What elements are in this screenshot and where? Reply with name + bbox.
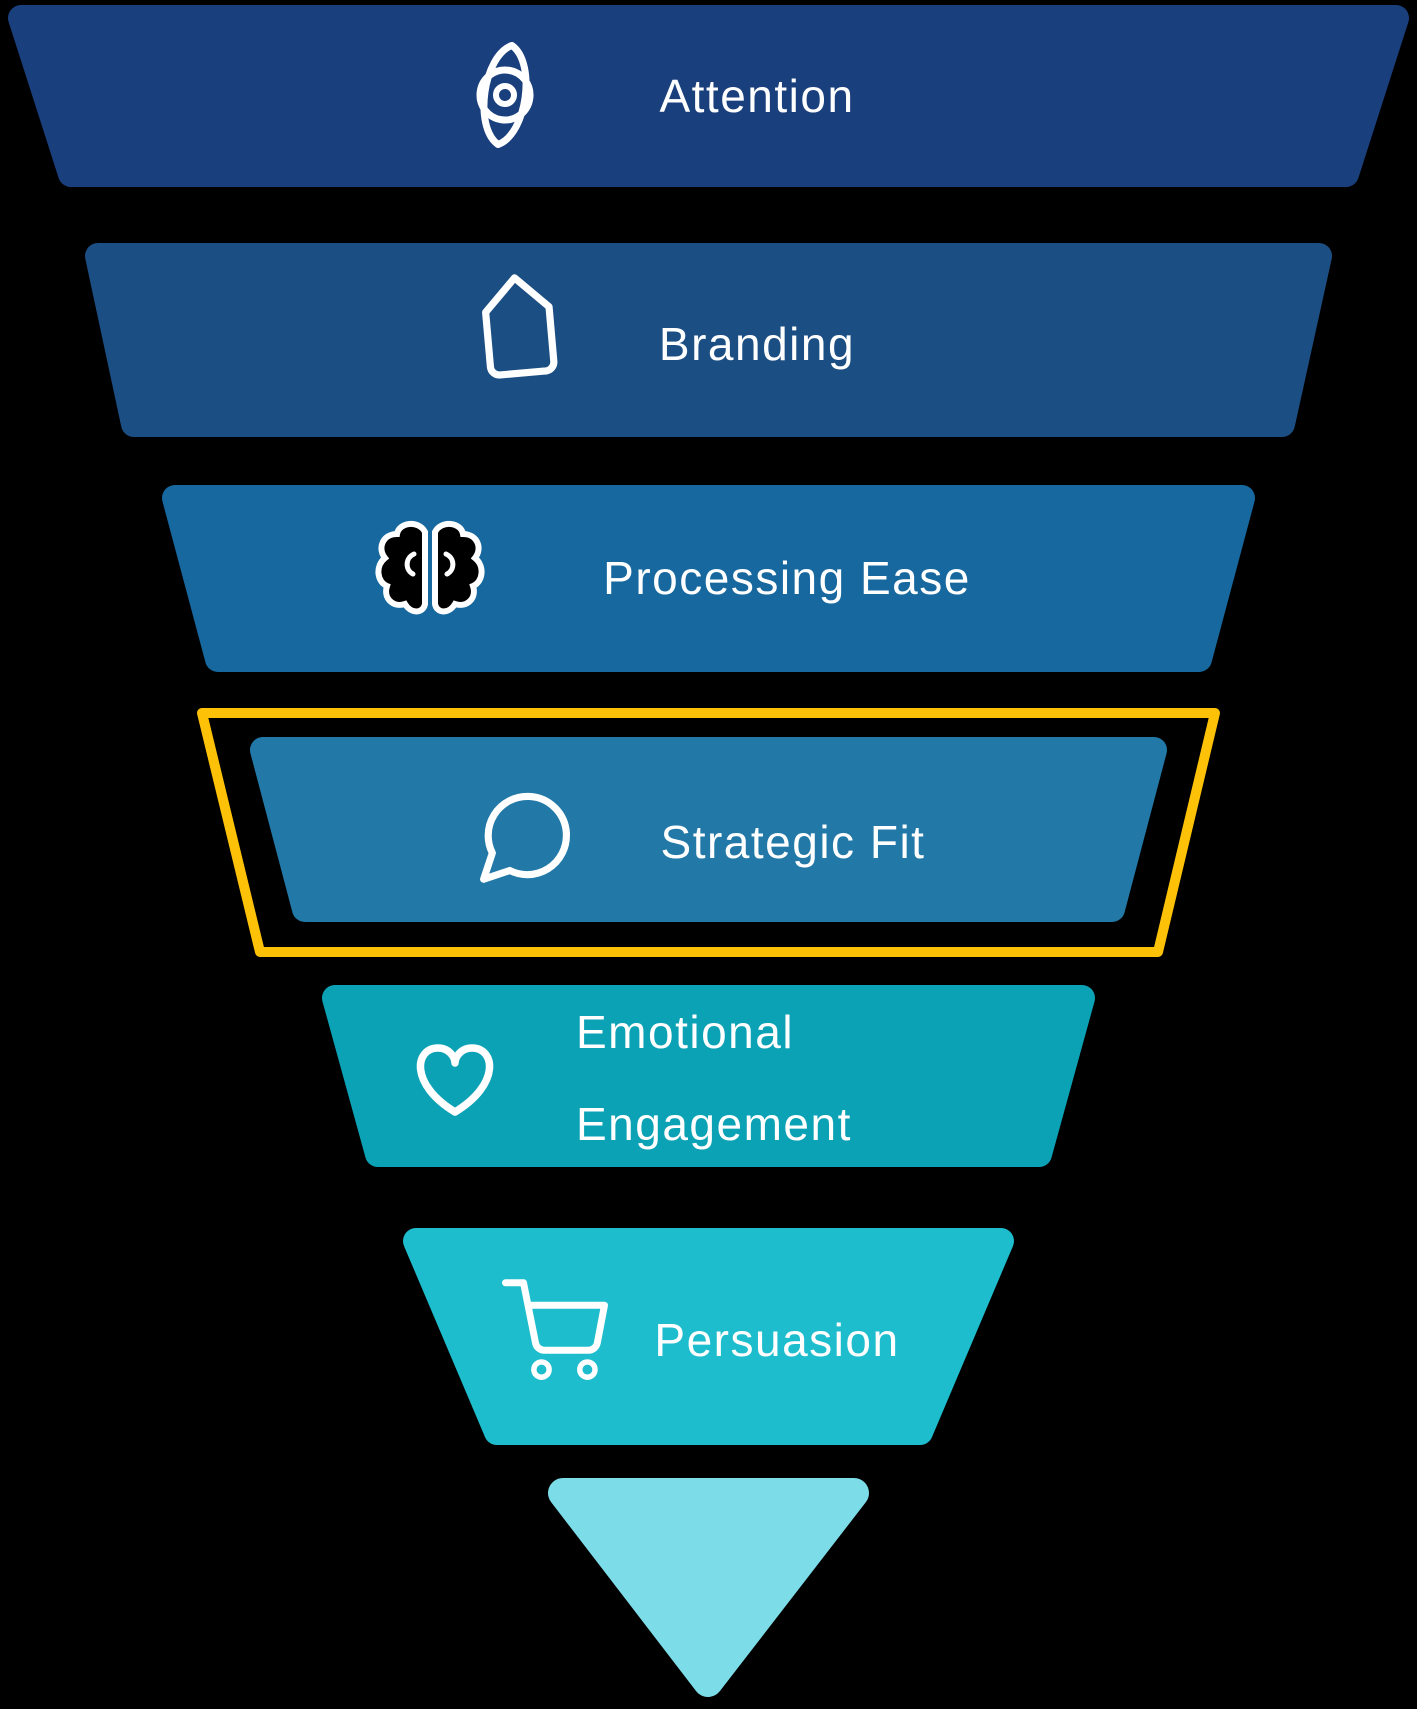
stage-label: Attention [659,70,854,122]
stage-label-line1: Emotional [576,1006,794,1058]
stage-label: Processing Ease [603,552,971,604]
tag-icon [482,274,558,379]
stage-band [322,985,1095,1167]
funnel-stage-persuasion: Persuasion [403,1228,1014,1445]
funnel-stage-branding: Branding [85,243,1332,437]
stage-label: Persuasion [654,1314,899,1366]
shopping-cart-icon [502,1279,608,1380]
stage-band [403,1228,1014,1445]
stage-label: Branding [659,318,855,370]
stage-band [85,243,1332,437]
funnel-stage-emotional-engagement: Emotional Engagement [322,985,1095,1167]
stage-label: Strategic Fit [661,816,926,868]
highlight-outline [197,708,1220,957]
funnel-stage-strategic-fit: Strategic Fit [250,737,1167,922]
funnel-stage-attention: Attention [8,5,1409,187]
heart-icon [416,1044,494,1116]
eye-icon [476,41,534,149]
stage-band [8,5,1409,187]
speech-bubble-icon [480,792,570,883]
funnel-tip [548,1478,869,1697]
brain-icon [378,524,481,612]
stage-label-line2: Engagement [576,1098,852,1150]
funnel-stage-processing-ease: Processing Ease [162,485,1255,672]
